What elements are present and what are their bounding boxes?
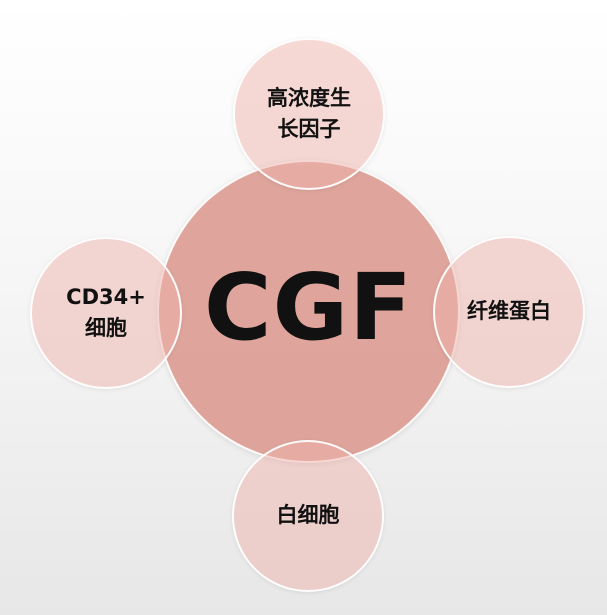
satellite-circle-fibrin: 纤维蛋白 <box>433 236 585 388</box>
center-label: CGF <box>204 253 413 361</box>
satellite-circle-cd34-cells: CD34+ 细胞 <box>30 237 182 389</box>
satellite-label-cd34-line2: 细胞 <box>84 316 127 340</box>
satellite-label-growth-factor-line2: 长因子 <box>277 117 341 141</box>
satellite-label-white-blood-cells: 白细胞 <box>276 503 340 528</box>
center-circle-cgf: CGF <box>157 160 460 463</box>
satellite-label-cd34-line1: CD34+ <box>66 284 146 309</box>
satellite-label-group-cd34-cells: CD34+ 细胞 <box>66 282 146 345</box>
satellite-label-fibrin: 纤维蛋白 <box>467 299 551 324</box>
satellite-circle-white-blood-cells: 白细胞 <box>232 440 384 592</box>
satellite-label-group-growth-factor: 高浓度生 长因子 <box>267 83 351 146</box>
satellite-label-growth-factor-line1: 高浓度生 <box>267 85 351 110</box>
satellite-circle-growth-factor: 高浓度生 长因子 <box>233 38 385 190</box>
